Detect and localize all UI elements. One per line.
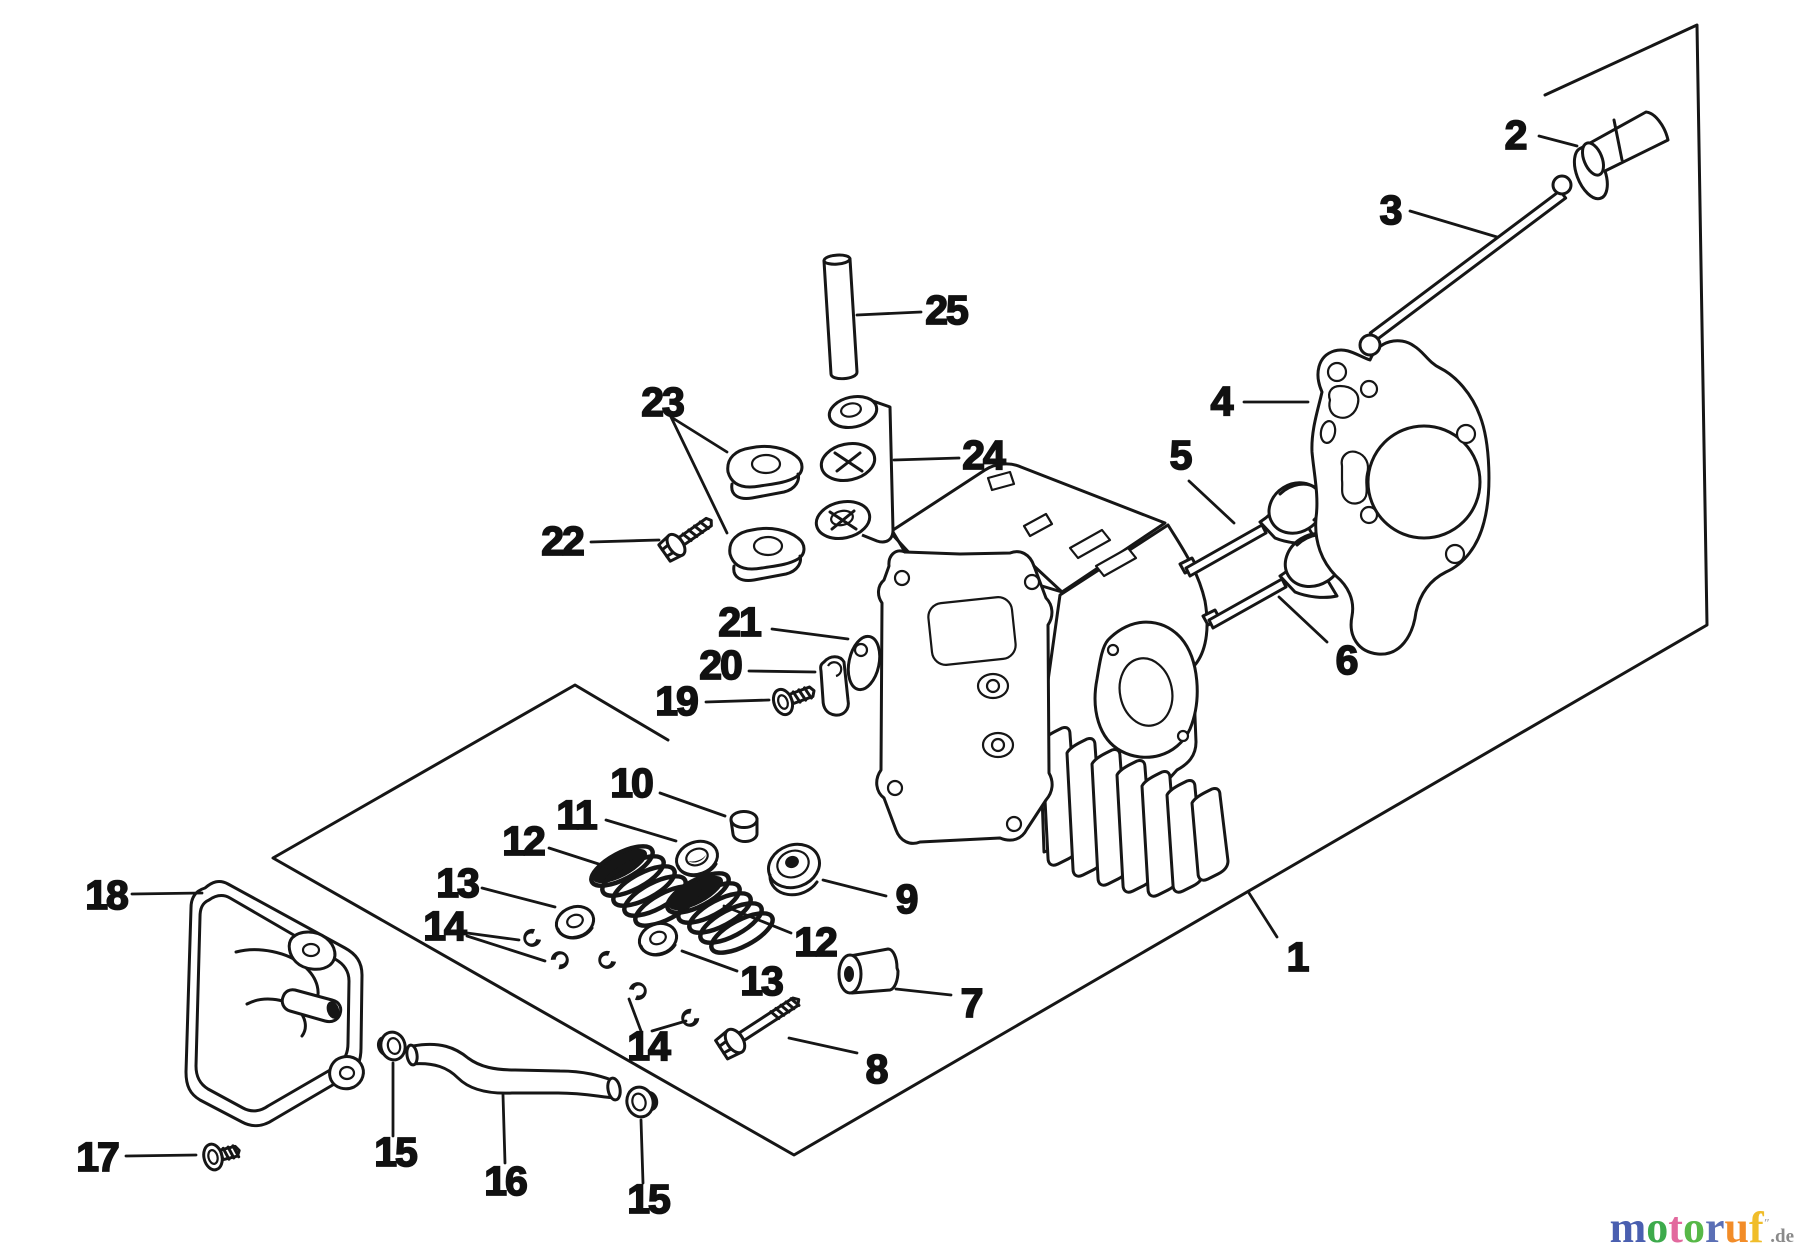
callout-label-13: 13: [436, 860, 479, 906]
leader-13: [480, 886, 557, 909]
callout-label-4: 4: [1211, 378, 1234, 424]
callout-labels: 1 2 3 4 5 6 7 8 9 10 11 12 13 14 15 16 1…: [75, 111, 1529, 1223]
leader-12: [547, 846, 613, 870]
callout-leaders: [124, 134, 1579, 1185]
callout-label-9: 9: [896, 876, 918, 922]
head-bolt-drawing: [714, 996, 801, 1061]
callout-label-3: 3: [1380, 187, 1402, 233]
callout-label-16: 16: [484, 1158, 527, 1204]
leader-21: [770, 627, 850, 641]
watermark-brand: motoruf: [1609, 1203, 1764, 1252]
callout-label-17: 17: [76, 1134, 118, 1180]
callout-label-13b: 13: [740, 958, 783, 1004]
callout-label-24: 24: [962, 432, 1006, 478]
callout-label-22: 22: [541, 518, 584, 564]
leader-16: [501, 1093, 507, 1165]
valve-spring-cap-drawing: [729, 810, 759, 843]
callout-label-11: 11: [556, 792, 597, 838]
callout-label-14: 14: [423, 903, 467, 949]
leader-20: [747, 669, 817, 674]
cylinder-head-drawing: [875, 462, 1230, 898]
rocker-screw-drawing: [657, 516, 713, 563]
leader-1: [1247, 891, 1279, 939]
callout-label-21: 21: [718, 599, 761, 645]
leader-6: [1277, 595, 1329, 644]
hose-clamp-a-drawing: [376, 1030, 407, 1062]
callout-label-19: 19: [655, 678, 698, 724]
spring-seats-drawing: [554, 904, 679, 957]
leader-9: [821, 878, 888, 898]
intake-valve-drawing: [1178, 481, 1325, 578]
leader-11: [604, 818, 678, 843]
leader-8: [787, 1036, 859, 1055]
callout-label-5: 5: [1170, 432, 1192, 478]
valve-cover-drawing: [184, 879, 365, 1128]
leader-15b: [639, 1118, 645, 1185]
leader-17: [124, 1153, 198, 1158]
leader-14: [465, 931, 547, 963]
watermark-tm-mark: ″: [1763, 1215, 1771, 1230]
leader-2: [1537, 134, 1579, 148]
rocker-pivot-drawing: [814, 395, 895, 544]
leader-7: [894, 987, 953, 997]
callout-label-15b: 15: [627, 1176, 670, 1222]
leader-13b: [680, 949, 739, 973]
callout-label-18: 18: [85, 872, 128, 918]
callout-label-14b: 14: [627, 1023, 671, 1069]
keeper-plate-drawing: [846, 634, 882, 692]
leader-3: [1408, 209, 1499, 239]
leader-18: [130, 891, 204, 896]
callout-label-10: 10: [610, 760, 653, 806]
callout-label-8: 8: [866, 1046, 888, 1092]
retainer-screw-drawing: [771, 685, 816, 717]
valve-spring-retainer-11-drawing: [675, 839, 719, 878]
watermark-suffix: .de: [1770, 1226, 1794, 1247]
callout-label-6: 6: [1336, 637, 1358, 683]
valve-springs-drawing: [589, 844, 775, 955]
leader-19: [704, 698, 771, 704]
breather-hose-drawing: [405, 1042, 622, 1102]
callout-label-2: 2: [1505, 112, 1527, 158]
callout-label-15: 15: [374, 1129, 417, 1175]
diagram-border: [271, 23, 1709, 1157]
leader-12b: [722, 904, 793, 935]
valve-spring-retainer-9-drawing: [767, 842, 821, 897]
callout-label-23: 23: [641, 379, 684, 425]
cover-screw-drawing: [202, 1142, 241, 1172]
leader-23: [669, 415, 729, 535]
callout-label-20: 20: [699, 642, 742, 688]
callout-label-12b: 12: [794, 919, 837, 965]
callout-label-25: 25: [925, 287, 968, 333]
cooling-fins: [1040, 726, 1230, 898]
leader-24: [892, 456, 961, 462]
callout-label-1: 1: [1287, 934, 1309, 980]
leader-14b: [627, 997, 688, 1033]
hose-clamp-b-drawing: [625, 1085, 659, 1119]
leader-22: [589, 538, 661, 544]
callout-label-7: 7: [961, 980, 982, 1026]
tappet-drawing: [1572, 110, 1670, 201]
rocker-arms-drawing: [726, 444, 806, 582]
leader-5: [1187, 479, 1236, 525]
spacer-drawing: [837, 947, 900, 995]
pivot-pin-drawing: [822, 253, 859, 381]
keeper-clip-drawing: [819, 655, 850, 717]
callout-label-12: 12: [502, 818, 545, 864]
watermark-logo[interactable]: motoruf″.de: [1610, 1206, 1794, 1250]
leader-25: [855, 310, 923, 317]
leader-10: [658, 791, 727, 818]
head-gasket-drawing: [1310, 339, 1491, 656]
